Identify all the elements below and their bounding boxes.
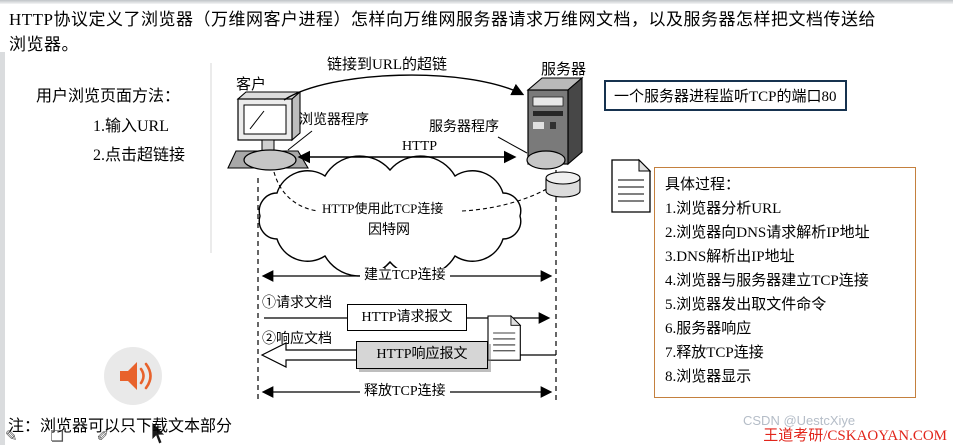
footer-note: 注：浏览器可以只下载文本部分: [8, 418, 233, 435]
process-step-3: 3.DNS解析出IP地址: [665, 249, 795, 265]
port-note-text: 一个服务器进程监听TCP的端口80: [614, 89, 837, 105]
http-label: HTTP: [398, 139, 441, 156]
establish-tcp-label: 建立TCP连接: [360, 268, 450, 285]
browser-label-connector: [287, 130, 313, 151]
client-computer-icon: [227, 90, 309, 171]
server-label-connector: [497, 136, 528, 154]
speaker-icon: [120, 362, 152, 390]
http-request-message-box: HTTP请求报文: [347, 304, 467, 331]
http-response-message-box: HTTP响应报文: [356, 341, 488, 369]
process-step-5: 5.浏览器发出取文件命令: [665, 297, 827, 313]
process-step-4: 4.浏览器与服务器建立TCP连接: [665, 273, 869, 289]
internet-cloud: [258, 155, 522, 277]
hyperlink-arrow: [283, 74, 525, 101]
web-document-icon: [611, 158, 652, 213]
brand-text: 王道考研/CSKAOYAN.COM: [763, 428, 947, 444]
response-document-icon: [487, 314, 522, 361]
hyperlink-label: 链接到URL的超链: [327, 57, 448, 73]
server-program-label: 服务器程序: [429, 120, 499, 135]
cloud-tcp-label: HTTP使用此TCP连接: [322, 201, 444, 216]
process-box: 具体过程： 1.浏览器分析URL 2.浏览器向DNS请求解析IP地址 3.DNS…: [654, 167, 916, 398]
pen-tool-icon[interactable]: ✎: [5, 427, 18, 445]
request-doc-label: ①请求文档: [262, 296, 332, 311]
pencil-tool-icon[interactable]: ✐: [96, 427, 110, 445]
audio-button[interactable]: [104, 347, 162, 405]
process-title: 具体过程：: [665, 177, 741, 193]
csdn-watermark: CSDN @UestcXiye: [743, 413, 856, 428]
browser-program-label: 浏览器程序: [299, 113, 369, 128]
mouse-cursor: [151, 421, 166, 445]
annotation-toolbar: ✎ ❏ ✐: [5, 427, 137, 445]
server-process-ellipse: [526, 150, 566, 170]
window-top-edge: [0, 0, 953, 4]
server-icon: [526, 76, 584, 170]
port-note-box: 一个服务器进程监听TCP的端口80: [604, 80, 847, 111]
process-step-7: 7.释放TCP连接: [665, 345, 764, 361]
process-step-8: 8.浏览器显示: [665, 369, 752, 385]
internet-label: 因特网: [368, 223, 410, 238]
browse-method-item-2: 2.点击超链接: [93, 147, 186, 164]
board-tool-icon[interactable]: ❏: [50, 427, 64, 445]
browser-process-ellipse: [243, 149, 297, 171]
slide-left-edge: [0, 52, 5, 445]
browse-method-item-1: 1.输入URL: [93, 118, 170, 135]
tcp-connection-dash-left: [273, 171, 319, 212]
disk-icon: [545, 171, 581, 198]
process-step-2: 2.浏览器向DNS请求解析IP地址: [665, 225, 870, 241]
intro-line-1: HTTP协议定义了浏览器（万维网客户进程）怎样向万维网服务器请求万维网文档，以及…: [9, 10, 876, 29]
browse-methods-title: 用户浏览页面方法：: [36, 88, 181, 105]
process-step-1: 1.浏览器分析URL: [665, 201, 782, 217]
response-doc-label: ②响应文档: [262, 332, 332, 347]
release-tcp-label: 释放TCP连接: [360, 384, 450, 401]
server-label: 服务器: [541, 62, 587, 78]
intro-line-2: 浏览器。: [9, 35, 79, 54]
process-step-6: 6.服务器响应: [665, 321, 752, 337]
intro-text: HTTP协议定义了浏览器（万维网客户进程）怎样向万维网服务器请求万维网文档，以及…: [9, 7, 876, 57]
client-label: 客户: [236, 77, 267, 93]
